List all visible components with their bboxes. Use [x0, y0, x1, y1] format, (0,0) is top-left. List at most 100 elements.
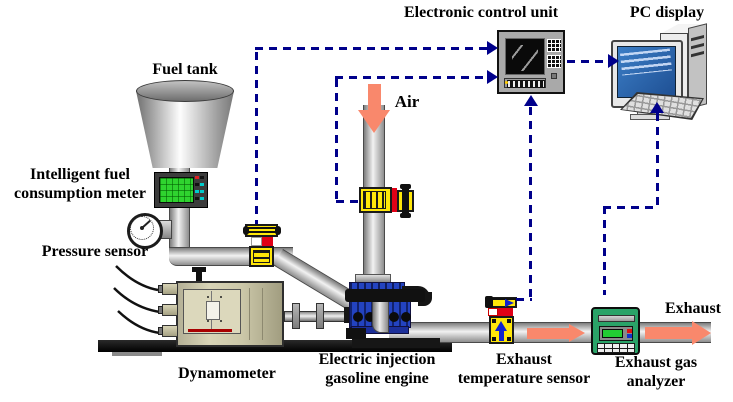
fuel-meter-keys-icon — [195, 176, 206, 203]
analyzer-display-panel-icon — [599, 326, 633, 341]
dyno-panel-red-stripe — [188, 329, 232, 332]
exhaust-flow-arrow1-head — [569, 324, 585, 342]
air-sensor-bolt-icon — [402, 186, 409, 216]
dyno-stub-cap-icon — [158, 306, 163, 314]
air-flow-arrow-shaft — [368, 84, 381, 112]
exhaust-temp-label-line2: temperature sensor — [457, 370, 591, 387]
ecu-button-icon — [551, 73, 557, 79]
exhaust-analyzer-label-line2: analyzer — [626, 373, 686, 390]
exhaust-flow-arrow2-shaft — [645, 327, 692, 339]
dyno-stub-cap-icon — [158, 327, 163, 335]
air-sensor-bolt-cap — [400, 213, 411, 218]
gauge-dial-icon — [130, 216, 154, 240]
engine-valve-cover-icon — [345, 289, 425, 302]
analyzer-screen-icon — [602, 329, 623, 338]
fuel-sensor-head-stripe — [247, 231, 276, 233]
engine-label-line1: Electric injection — [318, 351, 436, 368]
exhaust-temp-sensor-label: Exhaust temperature sensor — [458, 350, 591, 388]
wire-air-sensor-h — [335, 76, 488, 79]
fuel-meter-screen-icon — [159, 177, 194, 203]
ecu-keypad-icon — [547, 39, 561, 52]
air-flow-arrow-head — [358, 110, 390, 133]
dynamometer-label: Dynamometer — [178, 365, 276, 382]
analyzer-keypad-icon — [597, 343, 635, 353]
fuel-tank-label: Fuel tank — [152, 61, 218, 78]
wire-ecu-to-pc — [567, 60, 609, 63]
air-sensor-red-stripe — [392, 188, 397, 212]
exhaust-flow-arrow2-head — [692, 321, 711, 345]
fuel-sensor-stripes — [253, 250, 270, 263]
dyno-stub-icon — [162, 283, 178, 295]
dyno-handle-cap-icon — [192, 267, 206, 272]
dyno-panel-dot — [207, 296, 209, 298]
analyzer-top-strip-icon — [598, 315, 635, 322]
fuel-consumption-meter-icon — [154, 172, 208, 208]
ecu-indicator-dot-icon — [505, 81, 508, 84]
fuel-sensor-band-red — [262, 237, 273, 246]
wire-arrowhead-ecu-bottom — [524, 95, 538, 106]
temp-sensor-cap-icon — [485, 296, 493, 308]
wire-arrowhead-ecu-top — [487, 41, 498, 55]
dyno-panel-dot — [207, 320, 209, 322]
air-sensor-bolt-cap — [400, 184, 411, 189]
exhaust-analyzer-label-line1: Exhaust gas — [614, 354, 698, 371]
wire-arrowhead-keyboard — [650, 102, 664, 113]
wire-air-sensor-v — [335, 79, 338, 203]
electronic-control-unit-icon — [497, 30, 565, 94]
exhaust-gas-analyzer-icon — [591, 307, 640, 355]
pc-display-label: PC display — [629, 4, 705, 21]
temp-sensor-up-arrow-shaft — [499, 330, 504, 341]
fuel-tank-icon — [136, 91, 234, 168]
fuel-meter-label-line1: Intelligent fuel — [29, 166, 130, 183]
temp-sensor-band-white — [488, 308, 498, 316]
dyno-stub-icon — [162, 325, 178, 337]
engine-base-icon — [352, 338, 440, 348]
monitor-base-icon — [630, 114, 670, 120]
pressure-sensor-label: Pressure sensor — [41, 243, 149, 260]
air-label: Air — [394, 92, 420, 111]
wire-air-sensor-stub — [336, 200, 362, 203]
engine-label-line2: gasoline engine — [325, 370, 429, 387]
wire-analyzer-v2 — [656, 113, 659, 207]
wire-analyzer-h — [603, 206, 659, 209]
fuel-sensor-cap-icon — [275, 226, 281, 235]
exhaust-temp-label-line1: Exhaust — [495, 351, 553, 368]
ecu-label: Electronic control unit — [403, 4, 559, 21]
dyno-seam — [262, 288, 263, 340]
exhaust-out-label: Exhaust — [664, 300, 722, 317]
engine-label: Electric injection gasoline engine — [319, 350, 436, 388]
air-sensor-stripes — [363, 191, 386, 209]
dyno-cables-icon — [113, 265, 161, 335]
shaft-coupling-icon — [316, 303, 324, 329]
temp-sensor-head-stripe — [491, 298, 517, 300]
wire-temp-sensor-stub — [516, 298, 532, 301]
dyno-handle-icon — [196, 271, 202, 283]
dyno-panel-dot — [220, 320, 222, 322]
ecu-keypad-icon — [547, 55, 561, 68]
engine-downpipe-icon — [372, 299, 389, 333]
pc-tower-top-icon — [660, 24, 708, 34]
exhaust-analyzer-label: Exhaust gas analyzer — [615, 353, 697, 391]
analyzer-red-button-icon — [627, 329, 632, 333]
dyno-stub-icon — [162, 304, 178, 316]
rail-shadow — [112, 352, 162, 356]
exhaust-flow-arrow1-shaft — [527, 328, 569, 339]
wire-temp-sensor-v — [529, 107, 532, 300]
dyno-panel-dot — [220, 296, 222, 298]
fuel-meter-label: Intelligent fuel consumption meter — [14, 165, 146, 203]
fuel-meter-label-line2: consumption meter — [14, 185, 146, 202]
wire-analyzer-v1 — [603, 206, 606, 295]
ecu-screen-icon — [505, 38, 545, 75]
ecu-connector-strip-icon — [507, 80, 545, 88]
wire-fuel-sensor-to-ecu-v — [255, 52, 258, 224]
pc-tower-side-icon — [688, 23, 707, 109]
dyno-stub-cap-icon — [158, 285, 163, 293]
wire-fuel-sensor-to-ecu-h — [255, 47, 488, 50]
wire-arrowhead-ecu-mid — [487, 70, 498, 84]
analyzer-blue-button-icon — [627, 334, 632, 338]
fuel-sensor-head-stripe — [247, 227, 276, 229]
engine-oil-pan-icon — [346, 328, 366, 339]
gauge-hub-icon — [140, 226, 144, 230]
temp-sensor-arrow-icon — [505, 299, 514, 307]
